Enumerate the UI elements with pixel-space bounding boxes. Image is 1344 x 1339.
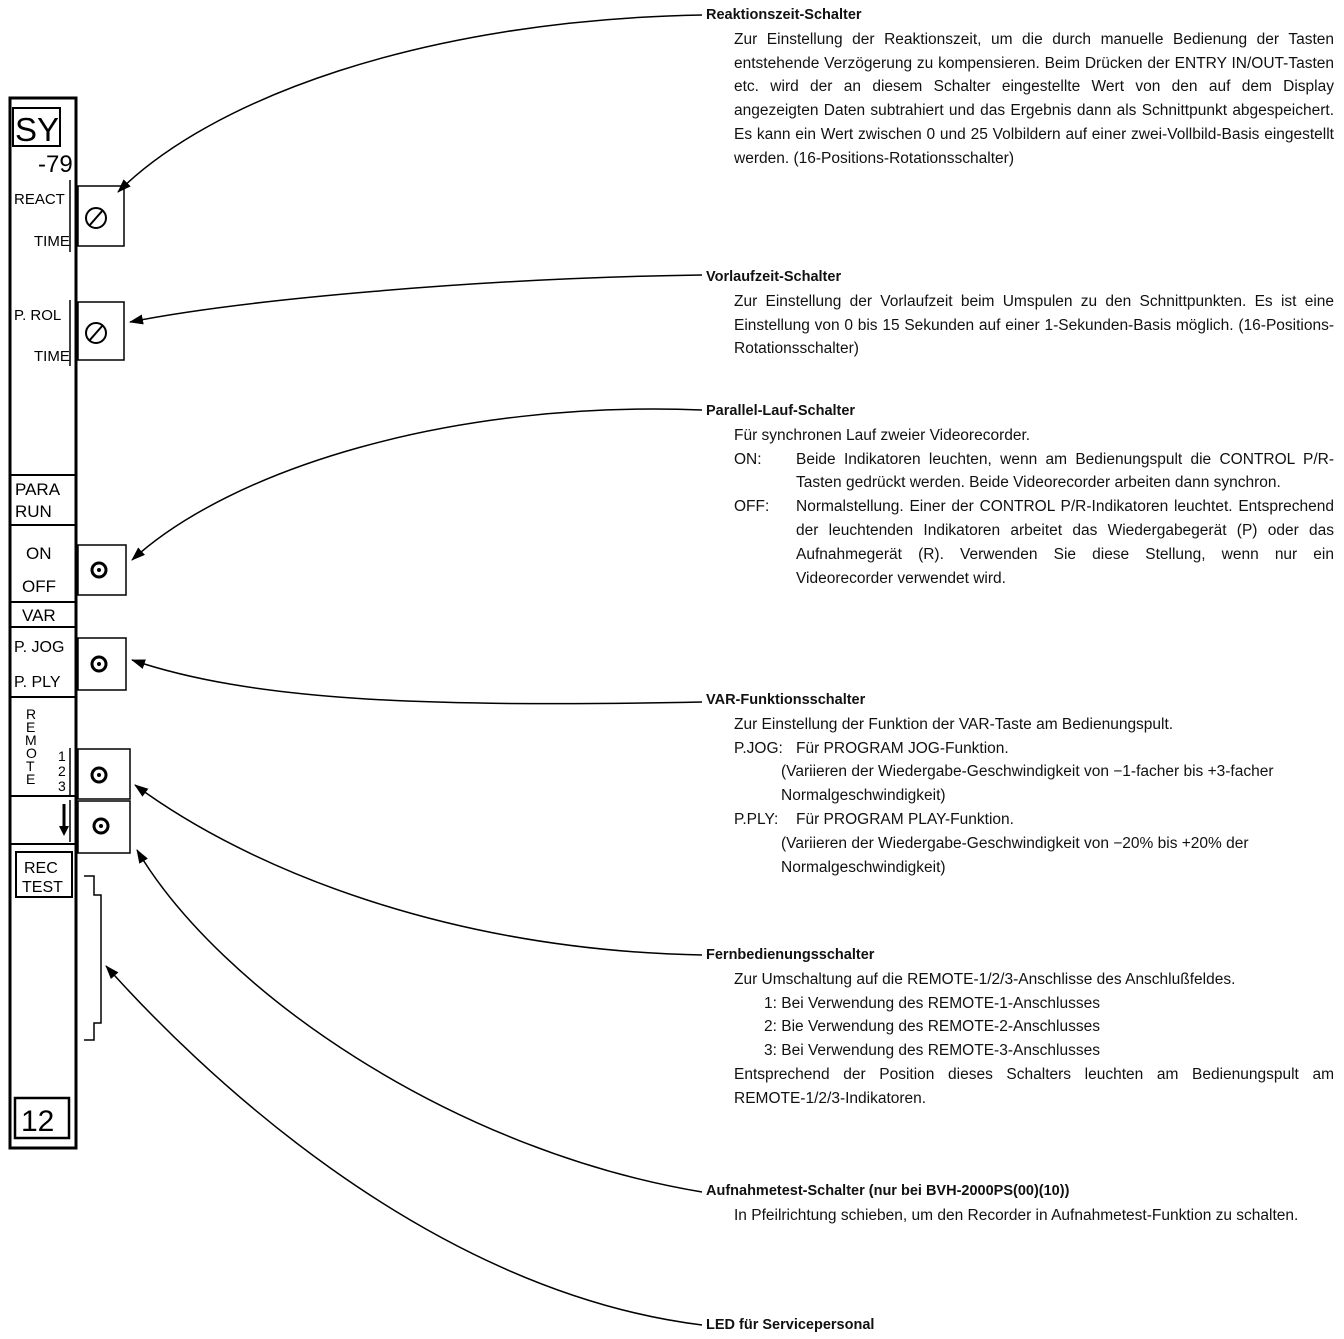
annotation-body: Zur Einstellung der Reaktionszeit, um di…: [734, 30, 1334, 167]
remote-switch[interactable]: [77, 748, 131, 800]
annotation-body: Zur Einstellung der Vorlaufzeit beim Ums…: [734, 292, 1334, 358]
preroll-time-switch[interactable]: [77, 301, 125, 361]
prol-label: P. ROL: [14, 307, 61, 324]
remote-letter: E: [26, 771, 35, 787]
var-label: VAR: [22, 606, 56, 625]
leader-rectest: [136, 849, 703, 1193]
model-label: SY: [15, 111, 59, 148]
remote-item: 2: Bie Verwendung des REMOTE-2-Anschluss…: [764, 1018, 1100, 1036]
option-key: ON:: [734, 450, 762, 468]
annotation-rectest: Aufnahmetest-Schalter (nur bei BVH-2000P…: [706, 1180, 1334, 1228]
option-note: (Variieren der Wiedergabe-Geschwindigkei…: [781, 834, 1249, 876]
remote-item: 1: Bei Verwendung des REMOTE-1-Anschluss…: [764, 994, 1100, 1012]
board-number-box: [13, 1096, 71, 1140]
remote-letter: E: [26, 719, 35, 735]
rec-test-box: [15, 851, 73, 898]
annotation-preroll: Vorlaufzeit-Schalter Zur Einstellung der…: [706, 266, 1334, 361]
model-box: [12, 107, 61, 147]
test-label: TEST: [22, 879, 63, 896]
option-text: Für PROGRAM PLAY-Funktion.: [796, 810, 1014, 828]
remote-number-2: 2: [58, 763, 66, 779]
annotation-title: Parallel-Lauf-Schalter: [706, 403, 856, 419]
annotation-reaction: Reaktionszeit-Schalter Zur Einstellung d…: [706, 4, 1334, 171]
annotation-body: Zur Einstellung der Funktion der VAR-Tas…: [734, 715, 1174, 733]
model-suffix-label: -79: [38, 151, 73, 178]
leader-reaction: [117, 14, 703, 193]
leader-preroll: [129, 274, 703, 325]
annotation-parallel: Parallel-Lauf-Schalter Für synchronen La…: [706, 400, 1334, 590]
annotation-title: Aufnahmetest-Schalter (nur bei BVH-2000P…: [706, 1183, 1070, 1199]
option-key: P.PLY:: [734, 810, 779, 828]
on-label: ON: [26, 544, 52, 563]
remote-number-1: 1: [58, 748, 66, 764]
annotation-led: LED für Servicepersonal: [706, 1314, 1334, 1338]
annotation-title: LED für Servicepersonal: [706, 1317, 875, 1333]
annotation-title: VAR-Funktionsschalter: [706, 692, 866, 708]
option-text: Normalstellung. Einer der CONTROL P/R-In…: [796, 498, 1334, 587]
parallel-run-switch[interactable]: [77, 544, 127, 596]
run-label: RUN: [15, 502, 52, 521]
react-label: REACT: [14, 191, 65, 208]
remote-number-3: 3: [58, 778, 66, 794]
leader-var: [131, 659, 703, 705]
option-key: OFF:: [734, 498, 770, 516]
annotation-title: Vorlaufzeit-Schalter: [706, 269, 842, 285]
option-key: P.JOG:: [734, 739, 783, 757]
option-note: (Variieren der Wiedergabe-Geschwindigkei…: [781, 763, 1274, 805]
remote-letter: R: [26, 706, 36, 722]
annotation-remote: Fernbedienungsschalter Zur Umschaltung a…: [706, 944, 1334, 1111]
annotation-title: Reaktionszeit-Schalter: [706, 7, 862, 23]
annotation-body: In Pfeilrichtung schieben, um den Record…: [734, 1206, 1299, 1224]
remote-letter: O: [26, 745, 37, 761]
reaction-time-switch[interactable]: [77, 185, 125, 247]
prol-time-label: TIME: [34, 348, 70, 365]
service-led: [84, 875, 102, 1041]
annotation-body: Für synchronen Lauf zweier Videorecorder…: [734, 426, 1031, 444]
option-text: Beide Indikatoren leuchten, wenn am Bedi…: [796, 450, 1334, 492]
annotation-title: Fernbedienungsschalter: [706, 947, 875, 963]
annotation-body: Zur Umschaltung auf die REMOTE-1/2/3-Ans…: [734, 970, 1236, 988]
leader-led: [105, 965, 703, 1326]
remote-letter: M: [25, 732, 37, 748]
para-label: PARA: [15, 480, 61, 499]
remote-item: 3: Bei Verwendung des REMOTE-3-Anschluss…: [764, 1042, 1100, 1060]
pjog-label: P. JOG: [14, 639, 64, 656]
leader-remote: [134, 784, 703, 956]
option-text: Für PROGRAM JOG-Funktion.: [796, 739, 1009, 757]
react-time-label: TIME: [34, 233, 70, 250]
pply-label: P. PLY: [14, 674, 61, 691]
remote-letter: T: [26, 758, 35, 774]
rec-label: REC: [24, 860, 58, 877]
annotation-var: VAR-Funktionsschalter Zur Einstellung de…: [706, 689, 1334, 879]
annotation-footer: Entsprechend der Position dieses Schalte…: [734, 1065, 1334, 1107]
panel-outline: [8, 96, 78, 1150]
rec-test-switch[interactable]: [77, 800, 131, 854]
leader-parallel: [131, 408, 703, 561]
var-function-switch[interactable]: [77, 637, 127, 691]
off-label: OFF: [22, 577, 56, 596]
board-number-label: 12: [21, 1105, 54, 1138]
